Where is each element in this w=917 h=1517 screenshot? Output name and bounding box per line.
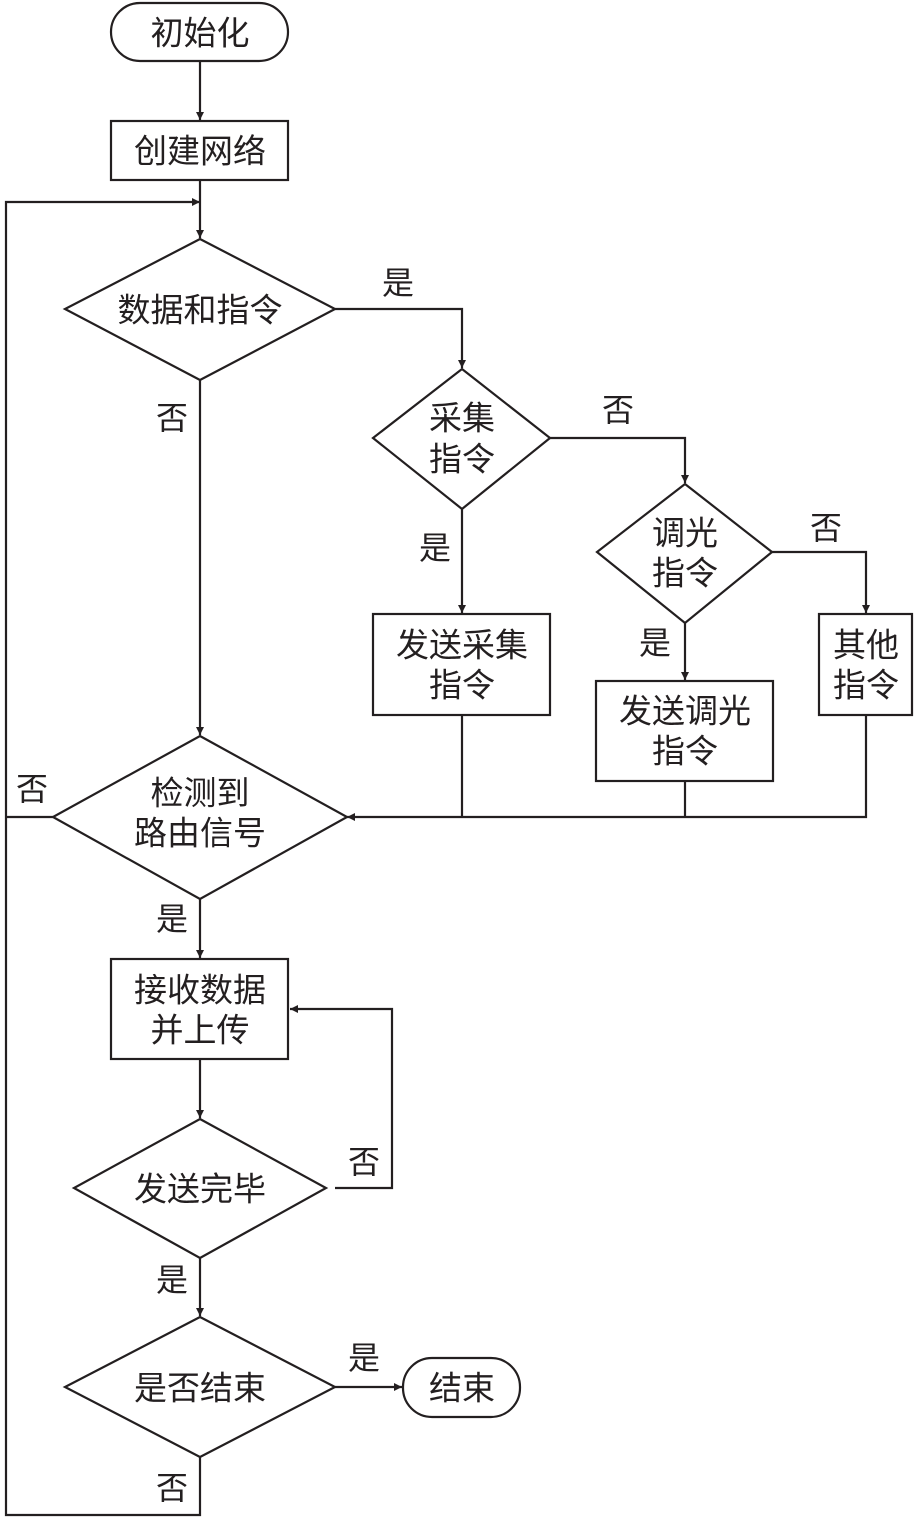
label-data-cmd-yes: 是 xyxy=(382,264,414,302)
edge-data-cmd-yes-to-collect-cmd xyxy=(335,307,466,368)
edge-collect-cmd-no-to-dim-cmd xyxy=(550,436,689,483)
node-collect-cmd-label-line1: 采集 xyxy=(429,399,495,438)
node-dim-cmd: 调光 指令 xyxy=(595,482,774,625)
node-collect-cmd: 采集 指令 xyxy=(371,367,552,511)
node-is-end-label: 是否结束 xyxy=(134,1369,266,1408)
terminal-shape xyxy=(401,1356,522,1419)
decision-shape xyxy=(71,1117,329,1260)
label-is-end-yes: 是 xyxy=(348,1339,380,1377)
process-shape xyxy=(817,612,914,717)
node-create-net-label: 创建网络 xyxy=(134,132,266,171)
edges xyxy=(4,61,870,1517)
node-other-cmd: 其他 指令 xyxy=(817,612,914,717)
label-send-done-no: 否 xyxy=(348,1143,380,1181)
node-other-cmd-label-line2: 指令 xyxy=(833,666,899,705)
node-data-cmd-label: 数据和指令 xyxy=(118,291,283,330)
node-end-label: 结束 xyxy=(429,1369,495,1408)
process-shape xyxy=(594,679,775,783)
process-shape xyxy=(371,612,552,717)
node-route-signal: 检测到 路由信号 xyxy=(50,734,350,901)
edge-is-end-no-loop xyxy=(4,198,202,1517)
node-recv-upload-label-line1: 接收数据 xyxy=(134,971,266,1010)
process-shape xyxy=(109,957,290,1061)
decision-shape xyxy=(62,237,338,382)
label-send-done-yes: 是 xyxy=(156,1261,188,1299)
label-collect-cmd-no: 否 xyxy=(602,391,634,429)
node-dim-cmd-label-line2: 指令 xyxy=(652,554,718,593)
terminal-shape xyxy=(109,1,290,63)
edge-dim-cmd-no-to-other-cmd xyxy=(772,550,870,613)
node-route-signal-label-line1: 检测到 xyxy=(151,774,250,813)
node-recv-upload: 接收数据 并上传 xyxy=(109,957,290,1061)
node-route-signal-label-line2: 路由信号 xyxy=(134,814,266,853)
label-dim-cmd-no: 否 xyxy=(810,509,842,547)
node-recv-upload-label-line2: 并上传 xyxy=(151,1011,250,1050)
node-collect-cmd-label-line2: 指令 xyxy=(429,440,495,479)
node-send-collect: 发送采集 指令 xyxy=(371,612,552,717)
node-send-collect-label-line2: 指令 xyxy=(429,666,495,705)
node-send-dim-label-line2: 指令 xyxy=(652,732,718,771)
label-data-cmd-no: 否 xyxy=(156,399,188,437)
node-send-done: 发送完毕 xyxy=(71,1117,329,1260)
decision-shape xyxy=(50,734,350,901)
node-send-dim-label-line1: 发送调光 xyxy=(619,692,751,731)
node-end: 结束 xyxy=(401,1356,522,1419)
node-init: 初始化 xyxy=(109,1,290,63)
edge-labels: 是 否 否 是 否 是 否 是 否 是 是 否 xyxy=(16,264,842,1507)
label-route-signal-yes: 是 xyxy=(156,900,188,938)
edge-send-done-no-to-recv-upload xyxy=(290,1005,394,1190)
decision-shape xyxy=(371,367,552,511)
decision-shape xyxy=(595,482,774,625)
node-send-dim: 发送调光 指令 xyxy=(594,679,775,783)
decision-shape xyxy=(62,1315,338,1459)
label-route-signal-no: 否 xyxy=(16,770,48,808)
node-data-cmd: 数据和指令 xyxy=(62,237,338,382)
node-create-net: 创建网络 xyxy=(109,119,290,182)
label-collect-cmd-yes: 是 xyxy=(419,529,451,567)
node-is-end: 是否结束 xyxy=(62,1315,338,1459)
label-is-end-no: 否 xyxy=(156,1469,188,1507)
process-shape xyxy=(109,119,290,182)
node-dim-cmd-label-line1: 调光 xyxy=(652,514,718,553)
edge-other-cmd-to-route-signal xyxy=(347,715,868,821)
label-dim-cmd-yes: 是 xyxy=(639,624,671,662)
node-send-done-label: 发送完毕 xyxy=(134,1170,266,1209)
node-send-collect-label-line1: 发送采集 xyxy=(396,626,528,665)
node-init-label: 初始化 xyxy=(151,14,250,53)
node-other-cmd-label-line1: 其他 xyxy=(833,626,899,665)
